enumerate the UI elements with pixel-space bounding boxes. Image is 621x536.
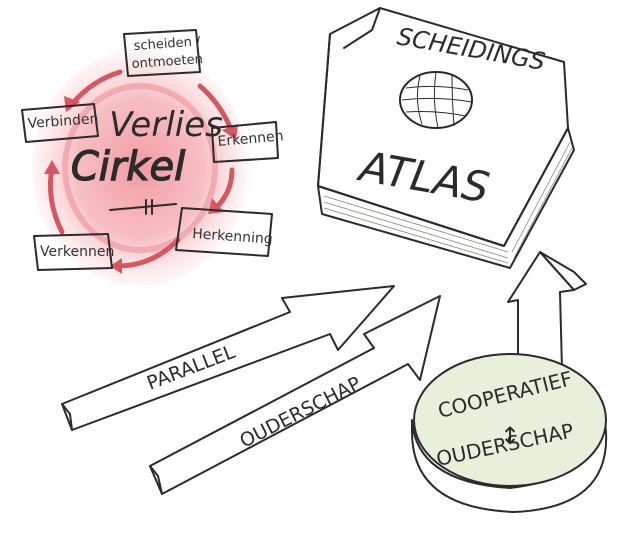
up-arrow: [507, 251, 575, 371]
arrow-ouderschap: [149, 295, 441, 495]
atlas-book: SCHEIDINGS ATLAS: [317, 7, 575, 269]
book-cover-crease: [343, 7, 381, 49]
book-page-lines: [323, 141, 573, 264]
arrow-ouderschap-label: OUDERSCHAP: [236, 373, 364, 453]
loss-cycle: Verlies Cirkel scheiden / ontmoeten Erke…: [21, 29, 284, 286]
arrow-ouderschap-edge: [149, 465, 163, 495]
step-card-scheiden: scheiden / ontmoeten: [123, 29, 203, 77]
cycle-title-tick: [145, 199, 153, 215]
cycle-title-line2: Cirkel: [71, 144, 185, 190]
disc-face: [413, 353, 607, 487]
step-label-erkennen: Erkennen: [217, 128, 284, 150]
step-label-scheiden: scheiden /: [133, 34, 201, 54]
step-card-verbinden: Verbinden: [21, 103, 99, 143]
cycle-title-underline: [109, 203, 177, 211]
cycle-arrow-left: [47, 165, 65, 235]
book-title-bottom: ATLAS: [353, 141, 493, 212]
cooperative-disc-group: COOPERATIEF ↕ OUDERSCHAP: [411, 251, 608, 513]
step-card-herkenning: Herkenning: [175, 207, 273, 257]
cycle-arrow-right: [213, 167, 235, 211]
step-card-verkennen: Verkennen: [33, 233, 114, 271]
step-label-herkenning: Herkenning: [192, 226, 273, 248]
red-wash-blob: [32, 50, 248, 286]
parallel-arrows: PARALLEL OUDERSCHAP: [61, 285, 441, 495]
cycle-title-line1: Verlies: [109, 105, 223, 145]
step-label-verbinden: Verbinden: [27, 111, 99, 132]
globe-icon: [399, 71, 473, 129]
step-label-verkennen: Verkennen: [40, 244, 114, 260]
arrow-parallel: [61, 285, 395, 431]
book-spine-edge: [317, 33, 331, 187]
book-title-top: SCHEIDINGS: [395, 22, 547, 76]
step-label-ontmoeten: ontmoeten: [131, 52, 203, 72]
arrow-parallel-edge: [61, 403, 73, 431]
cycle-arrow-bottom: [115, 237, 181, 269]
disc-symbol: ↕: [500, 422, 520, 450]
step-card-erkennen: Erkennen: [211, 121, 284, 163]
red-wash-ring: [62, 83, 218, 253]
up-arrow-side: [539, 251, 587, 291]
